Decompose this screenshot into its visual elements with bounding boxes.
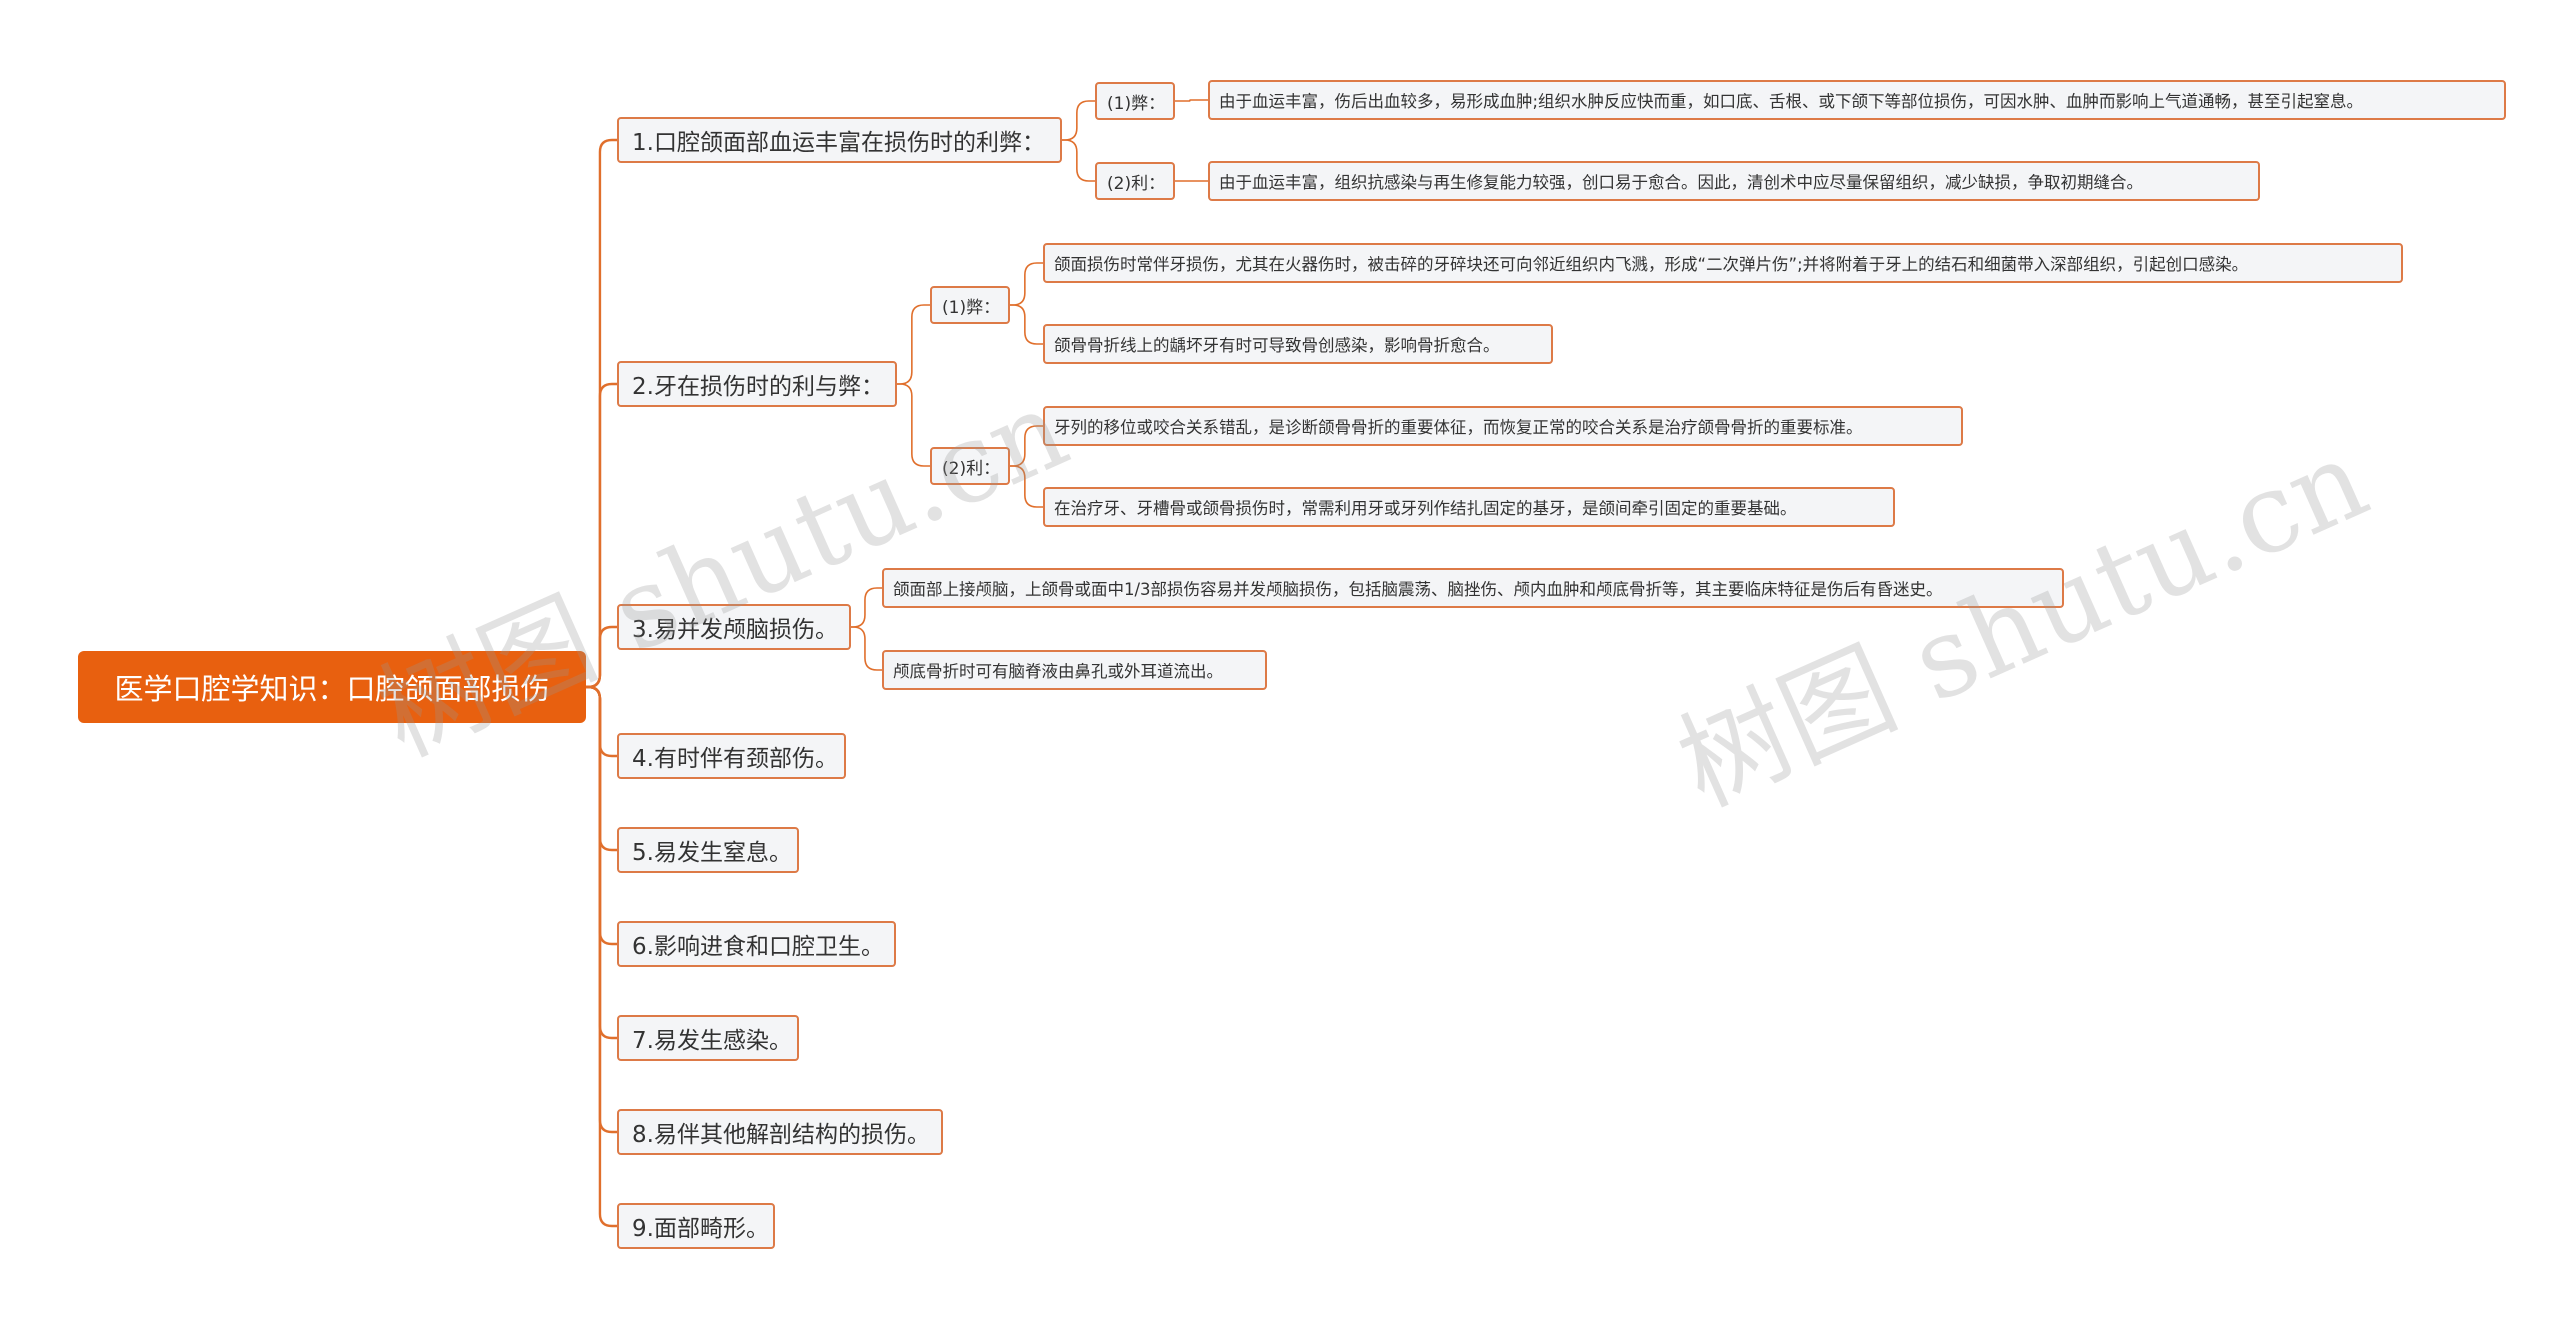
branch-9-facial-deformity[interactable]: 9.面部畸形。 xyxy=(617,1203,775,1249)
connector-b2c2-b2c2d2 xyxy=(1010,465,1043,508)
connector-b2c1-b2c1d2 xyxy=(1010,304,1043,345)
branch-3-detail-2[interactable]: 颅底骨折时可有脑脊液由鼻孔或外耳道流出。 xyxy=(882,650,1267,690)
branch-1-advantage-detail[interactable]: 由于血运丰富，组织抗感染与再生修复能力较强，创口易于愈合。因此，清创术中应尽量保… xyxy=(1208,161,2260,201)
connector-rootnode-b9 xyxy=(586,685,617,1228)
connector-rootnode-b2 xyxy=(586,382,617,689)
connector-rootnode-b4 xyxy=(586,685,617,758)
branch-2-advantage[interactable]: (2)利： xyxy=(930,447,1010,485)
connector-b3-b3d1 xyxy=(851,587,882,628)
connector-b3-b3d2 xyxy=(851,626,882,671)
branch-2-disadvantage-detail-1[interactable]: 颌面损伤时常伴牙损伤，尤其在火器伤时，被击碎的牙碎块还可向邻近组织内飞溅，形成“… xyxy=(1043,243,2403,283)
branch-2-advantage-detail-1[interactable]: 牙列的移位或咬合关系错乱，是诊断颌骨骨折的重要体征，而恢复正常的咬合关系是治疗颌… xyxy=(1043,406,1963,446)
connector-b2-b2c2 xyxy=(897,383,930,467)
connector-b1-b1c1 xyxy=(1062,100,1095,141)
connector-b2c2-b2c2d1 xyxy=(1010,425,1043,467)
connector-rootnode-b7 xyxy=(586,685,617,1040)
branch-2-disadvantage[interactable]: (1)弊： xyxy=(930,286,1010,324)
branch-1-disadvantage-detail[interactable]: 由于血运丰富，伤后出血较多，易形成血肿;组织水肿反应快而重，如口底、舌根、或下颌… xyxy=(1208,80,2506,120)
branch-2-disadvantage-detail-2[interactable]: 颌骨骨折线上的龋坏牙有时可导致骨创感染，影响骨折愈合。 xyxy=(1043,324,1553,364)
branch-2-advantage-detail-2[interactable]: 在治疗牙、牙槽骨或颌骨损伤时，常需利用牙或牙列作结扎固定的基牙，是颌间牵引固定的… xyxy=(1043,487,1895,527)
root-topic[interactable]: 医学口腔学知识：口腔颌面部损伤 xyxy=(78,651,586,723)
branch-6-eating-hygiene[interactable]: 6.影响进食和口腔卫生。 xyxy=(617,921,896,967)
branch-3-detail-1[interactable]: 颌面部上接颅脑，上颌骨或面中1/3部损伤容易并发颅脑损伤，包括脑震荡、脑挫伤、颅… xyxy=(882,568,2064,608)
connector-b2-b2c1 xyxy=(897,304,930,385)
connector-rootnode-b5 xyxy=(586,685,617,852)
branch-2-teeth[interactable]: 2.牙在损伤时的利与弊： xyxy=(617,361,897,407)
connector-b1-b1c2 xyxy=(1062,139,1095,182)
branch-7-infection[interactable]: 7.易发生感染。 xyxy=(617,1015,799,1061)
branch-8-other-structures[interactable]: 8.易伴其他解剖结构的损伤。 xyxy=(617,1109,943,1155)
branch-1-blood-supply[interactable]: 1.口腔颌面部血运丰富在损伤时的利弊： xyxy=(617,117,1062,163)
branch-4-neck-injury[interactable]: 4.有时伴有颈部伤。 xyxy=(617,733,846,779)
connector-rootnode-b8 xyxy=(586,685,617,1134)
connector-rootnode-b1 xyxy=(586,138,617,689)
connector-rootnode-b3 xyxy=(586,625,617,689)
connector-rootnode-b6 xyxy=(586,685,617,946)
branch-3-craniocerebral[interactable]: 3.易并发颅脑损伤。 xyxy=(617,604,851,650)
connector-b2c1-b2c1d1 xyxy=(1010,262,1043,306)
branch-1-disadvantage[interactable]: (1)弊： xyxy=(1095,82,1175,120)
branch-5-asphyxia[interactable]: 5.易发生窒息。 xyxy=(617,827,799,873)
branch-1-advantage[interactable]: (2)利： xyxy=(1095,162,1175,200)
connector-b1c1-b1c1d1 xyxy=(1175,99,1208,102)
